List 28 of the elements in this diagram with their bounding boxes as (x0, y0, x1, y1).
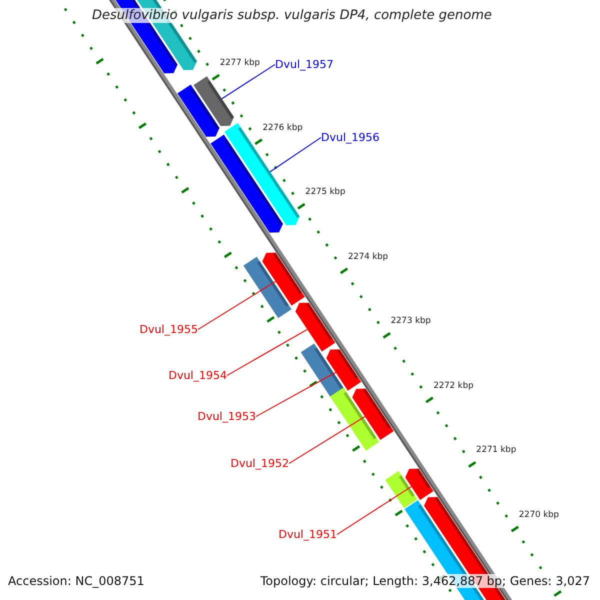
scale-label: 2273 kbp (390, 316, 431, 326)
map-title: Desulfovibrio vulgaris subsp. vulgaris DP4, complete genome (90, 8, 494, 23)
scale-label: 2275 kbp (305, 187, 346, 198)
gene-label: Dvul_1957 (275, 58, 334, 71)
scale-label: 2272 kbp (433, 380, 474, 391)
scale-label: 2271 kbp (476, 445, 516, 456)
gene-feature (262, 252, 305, 306)
gene-label: Dvul_1953 (197, 410, 256, 423)
gene-label: Dvul_1954 (168, 369, 227, 382)
scale-label: 2274 kbp (348, 252, 388, 262)
leader-line (221, 64, 276, 100)
gene-label: Dvul_1956 (321, 131, 380, 144)
leader-line (288, 416, 366, 464)
leader-line (336, 486, 412, 535)
scale-label: 2277 kbp (220, 58, 260, 68)
leader-line (270, 137, 322, 172)
scale-label: 2276 kbp (262, 122, 303, 133)
accession-text: Accession: NC_008751 (8, 574, 144, 588)
gene-feature (405, 468, 434, 500)
gene-label: Dvul_1951 (278, 528, 337, 541)
leader-line (198, 281, 276, 330)
genome-summary-text: Topology: circular; Length: 3,462,887 bp; Genes: 3,027 (260, 574, 590, 588)
leader-line (226, 328, 308, 376)
gene-label: Dvul_1955 (139, 323, 198, 336)
leader-line (256, 372, 336, 417)
gene-label: Dvul_1952 (230, 457, 289, 470)
scale-label: 2270 kbp (518, 510, 559, 520)
gene-feature (295, 302, 336, 352)
